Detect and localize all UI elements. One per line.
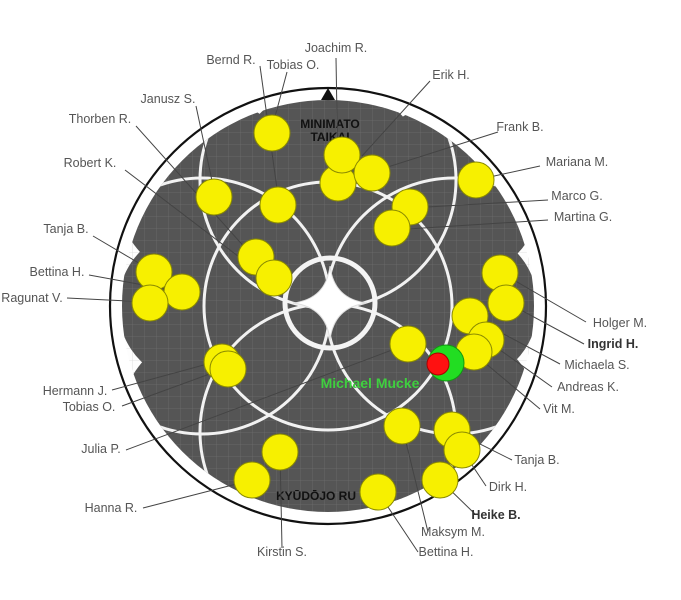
label-kirstin: Kirstin S. bbox=[257, 545, 307, 559]
label-bettina-bottom: Bettina H. bbox=[419, 545, 474, 559]
label-michaela: Michaela S. bbox=[564, 358, 629, 372]
hit-bernd bbox=[259, 186, 297, 224]
hit-ingrid bbox=[487, 284, 525, 322]
label-hanna: Hanna R. bbox=[85, 501, 138, 515]
hit-bettina-left bbox=[163, 273, 201, 311]
label-vit: Vit M. bbox=[543, 402, 575, 416]
hit-tobias-top bbox=[253, 114, 291, 152]
label-tanja-left: Tanja B. bbox=[43, 222, 88, 236]
hit-martina bbox=[373, 209, 411, 247]
hit-ragunat bbox=[131, 284, 169, 322]
hit-dirk bbox=[443, 431, 481, 469]
highlight-hit-inner bbox=[426, 352, 450, 376]
label-heike: Heike B. bbox=[471, 508, 520, 522]
label-tobias-left: Tobias O. bbox=[63, 400, 116, 414]
north-marker-icon bbox=[321, 88, 335, 100]
hit-tobias-left bbox=[209, 350, 247, 388]
hit-julia bbox=[389, 325, 427, 363]
label-tobias-top: Tobias O. bbox=[267, 58, 320, 72]
hit-janusz bbox=[195, 178, 233, 216]
leader-lines bbox=[66, 57, 587, 553]
hit-kirstin bbox=[261, 433, 299, 471]
hit-hanna bbox=[233, 461, 271, 499]
hit-heike bbox=[421, 461, 459, 499]
label-mariana: Mariana M. bbox=[546, 155, 609, 169]
top-title-line1: MINIMATO bbox=[300, 117, 360, 131]
participant-labels: Joachim R. Bernd R. Tobias O. Erik H. Ja… bbox=[1, 41, 647, 559]
label-bettina-left: Bettina H. bbox=[30, 265, 85, 279]
label-robert: Robert K. bbox=[64, 156, 117, 170]
bottom-title: KYŪDŌJO RU bbox=[276, 489, 356, 503]
label-bernd: Bernd R. bbox=[206, 53, 255, 67]
label-maksym: Maksym M. bbox=[421, 525, 485, 539]
hit-bettina-bottom bbox=[359, 473, 397, 511]
hit-mariana bbox=[457, 161, 495, 199]
hit-maksym bbox=[383, 407, 421, 445]
label-frank: Frank B. bbox=[496, 120, 543, 134]
label-joachim: Joachim R. bbox=[305, 41, 368, 55]
center-emblem bbox=[282, 255, 378, 351]
label-ragunat: Ragunat V. bbox=[1, 291, 62, 305]
label-dirk: Dirk H. bbox=[489, 480, 527, 494]
label-julia: Julia P. bbox=[81, 442, 120, 456]
label-tanja-right: Tanja B. bbox=[514, 453, 559, 467]
label-martina: Martina G. bbox=[554, 210, 612, 224]
label-ingrid: Ingrid H. bbox=[588, 337, 639, 351]
label-hermann: Hermann J. bbox=[43, 384, 108, 398]
label-erik: Erik H. bbox=[432, 68, 470, 82]
arrow-hits bbox=[131, 114, 525, 511]
label-holger: Holger M. bbox=[593, 316, 647, 330]
label-thorben: Thorben R. bbox=[69, 112, 132, 126]
label-andreas: Andreas K. bbox=[557, 380, 619, 394]
label-janusz: Janusz S. bbox=[141, 92, 196, 106]
label-marco: Marco G. bbox=[551, 189, 602, 203]
center-name-label: Michael Mucke bbox=[321, 375, 420, 391]
hit-frank bbox=[353, 154, 391, 192]
hit-erik bbox=[323, 136, 361, 174]
hit-robert bbox=[255, 259, 293, 297]
